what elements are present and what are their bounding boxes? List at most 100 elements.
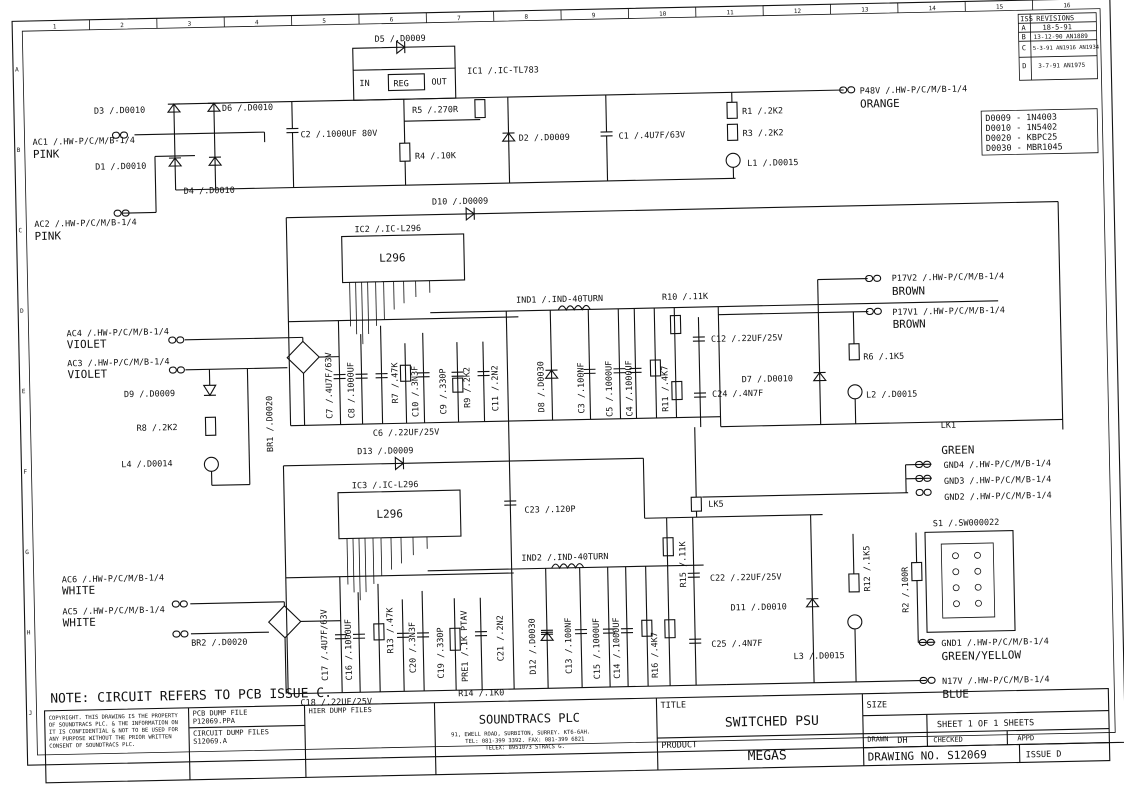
label-d1: D1 /.D0010 bbox=[95, 162, 146, 173]
label-br1: BR1 /.D0020 bbox=[265, 396, 276, 452]
copyright-line: OF SOUNDTRACS PLC. & THE INFORMATION ON bbox=[49, 720, 178, 729]
connector-pin-ac2 bbox=[113, 209, 130, 217]
connector-pin-n17v bbox=[919, 676, 936, 685]
label-s1: S1 /.SW000022 bbox=[933, 518, 1000, 529]
label-reg-in: IN bbox=[359, 79, 369, 89]
label-c20: C20 /.3N3F bbox=[408, 622, 419, 673]
label-pre1: PRE1 /.1K PTAV bbox=[460, 610, 471, 682]
label-c11: C11 /.2N2 bbox=[490, 365, 501, 411]
border-zone-number: 7 bbox=[457, 15, 461, 22]
border-zone-number: 2 bbox=[120, 22, 124, 29]
border-zone-letter: G bbox=[25, 549, 29, 556]
label-r11: R11 /.4K7 bbox=[660, 366, 671, 412]
revision-iss: D bbox=[1022, 62, 1026, 70]
circuit-note: NOTE: CIRCUIT REFERS TO PCB ISSUE C. bbox=[50, 686, 332, 707]
connector-ac2-color: PINK bbox=[34, 229, 61, 243]
label-c16: C16 /.1000UF bbox=[344, 619, 355, 681]
connector-gnd4-label: GND4 /.HW-P/C/M/B-1/4 bbox=[943, 459, 1051, 471]
label-c17: C17 /.4U7F/63V bbox=[319, 609, 330, 681]
diode-symbol-d13 bbox=[394, 456, 405, 471]
company-address: 91, EWELL ROAD, SURBITON, SURREY. KT6-6A… bbox=[451, 729, 590, 738]
connector-ac5-label: AC5 /.HW-P/C/M/B-1/4 bbox=[62, 605, 165, 617]
connector-pin-ac6 bbox=[171, 600, 188, 608]
border-zone-number: 16 bbox=[1063, 2, 1071, 9]
connector-gnd1-label: GND1 /.HW-P/C/M/B-1/4 bbox=[941, 637, 1049, 649]
label-c24: C24 /.4N7F bbox=[712, 389, 763, 400]
connector-ac3-label: AC3 /.HW-P/C/M/B-1/4 bbox=[67, 357, 170, 369]
border-zone-number: 6 bbox=[390, 16, 394, 23]
border-zone-letter: J bbox=[29, 710, 33, 717]
label-d2: D2 /.D0009 bbox=[519, 133, 570, 144]
connector-ac6-color: WHITE bbox=[62, 584, 95, 598]
connector-ac1-label: AC1 /.HW-P/C/M/B-1/4 bbox=[33, 136, 136, 148]
label-c3: C3 /.100NF bbox=[576, 362, 587, 413]
label-c12: C12 /.22UF/25V bbox=[711, 333, 783, 344]
connector-p48v-color: ORANGE bbox=[860, 97, 900, 111]
border-zone-number: 14 bbox=[929, 5, 937, 12]
checked-label: CHECKED bbox=[933, 736, 963, 745]
border-zone-number: 11 bbox=[726, 9, 734, 16]
label-r8: R8 /.2K2 bbox=[137, 423, 178, 434]
label-l1: L1 /.D0015 bbox=[747, 158, 798, 169]
ic2-chip-label: L296 bbox=[379, 251, 406, 265]
border-zone-number: 10 bbox=[659, 11, 667, 18]
label-d13: D13 /.D0009 bbox=[357, 446, 413, 457]
issue-code: ISSUE D bbox=[1026, 750, 1062, 761]
sheet-count: SHEET 1 OF 1 SHEETS bbox=[937, 718, 1034, 730]
revision-iss: C bbox=[1022, 44, 1026, 52]
border-zone-number: 12 bbox=[794, 8, 802, 15]
connector-p17v2-label: P17V2 /.HW-P/C/M/B-1/4 bbox=[892, 272, 1005, 284]
revisions-title: REVISIONS bbox=[1036, 14, 1074, 23]
label-d5: D5 /.D0009 bbox=[374, 34, 425, 45]
revision-text: 13-12-90 AN1889 bbox=[1034, 33, 1089, 41]
connector-ac3-color: VIOLET bbox=[67, 367, 107, 381]
label-d4: D4 /.D0010 bbox=[184, 186, 235, 197]
border-zone-letter: C bbox=[18, 227, 22, 234]
label-c10: C10 /.3N3F bbox=[410, 366, 421, 417]
label-d7: D7 /.D0010 bbox=[742, 374, 793, 385]
revisions-iss-header: ISS bbox=[1020, 15, 1033, 23]
label-ic2: IC2 /.IC-L296 bbox=[354, 224, 421, 235]
label-c8: C8 /.1000UF bbox=[346, 362, 357, 418]
connector-green-label: GREEN bbox=[941, 443, 974, 457]
label-d6: D6 /.D0010 bbox=[222, 103, 273, 114]
label-br2: BR2 /.D0020 bbox=[191, 638, 247, 649]
label-c25: C25 /.4N7F bbox=[711, 639, 762, 650]
p48v-section-wiring bbox=[122, 45, 844, 214]
label-r1: R1 /.2K2 bbox=[742, 106, 783, 117]
label-c15: C15 /.1000UF bbox=[592, 618, 603, 680]
border-zone-number: 8 bbox=[524, 14, 528, 21]
label-c22: C22 /.22UF/25V bbox=[710, 572, 782, 583]
label-d8: D8 /.D0030 bbox=[536, 361, 547, 412]
connector-pin-p17v1 bbox=[865, 307, 882, 316]
label-c23: C23 /.120P bbox=[524, 505, 575, 516]
connector-ac2-label: AC2 /.HW-P/C/M/B-1/4 bbox=[34, 218, 137, 230]
diode-symbol-d3 bbox=[166, 103, 182, 113]
border-zone-letter: F bbox=[23, 469, 27, 476]
hier-dump-label: HIER DUMP FILES bbox=[309, 706, 372, 715]
revisions-table: ISS REVISIONS A 18-5-91 B 13-12-90 AN188… bbox=[1017, 12, 1100, 81]
label-c13: C13 /.100NF bbox=[564, 617, 575, 673]
label-r10: R10 /.11K bbox=[662, 292, 709, 303]
border-zone-number: 9 bbox=[592, 12, 596, 19]
connector-ac1-color: PINK bbox=[33, 147, 60, 161]
label-d9: D9 /.D0009 bbox=[124, 389, 175, 400]
border-zone-letter: H bbox=[27, 629, 31, 636]
label-c4: C4 /.1000UF bbox=[624, 360, 635, 416]
border-zone-number: 15 bbox=[996, 4, 1004, 11]
label-r16: R16 /.4K7 bbox=[650, 632, 661, 678]
diode-symbol-d10 bbox=[465, 206, 476, 222]
label-c6: C6 /.22UF/25V bbox=[373, 428, 440, 439]
copyright-line: IT IS CONFIDENTIAL & NOT TO BE USED FOR bbox=[49, 727, 179, 736]
border-zone-number: 4 bbox=[255, 19, 259, 26]
circuit-dump-label: CIRCUIT DUMP FILES bbox=[193, 728, 269, 738]
revision-text: 18-5-91 bbox=[1042, 23, 1072, 32]
connector-n17v-label: N17V /.HW-P/C/M/B-1/4 bbox=[942, 675, 1050, 687]
label-d12: D12 /.D0030 bbox=[528, 618, 539, 674]
pcb-dump-value: P12069.PPA bbox=[193, 717, 236, 726]
circuit-dump-value: S12069.A bbox=[193, 737, 228, 746]
border-zone-letter: D bbox=[20, 308, 24, 315]
connector-pin-gnd2 bbox=[915, 488, 932, 497]
label-lk5: LK5 bbox=[708, 500, 724, 510]
diode-symbol-d5 bbox=[396, 40, 406, 55]
